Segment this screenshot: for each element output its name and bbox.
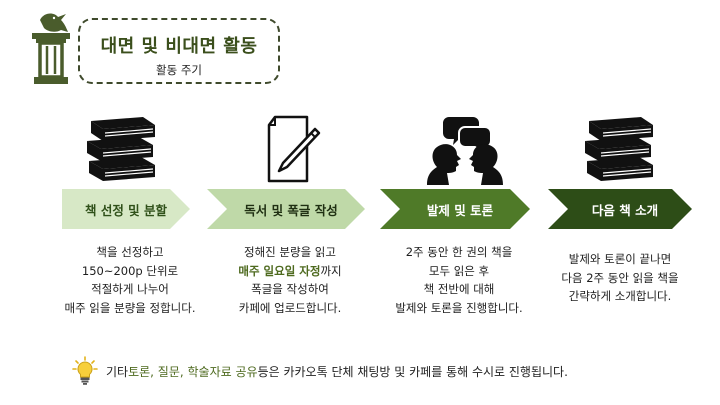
step-2-line: 정해진 분량을 읽고	[244, 245, 336, 259]
step-3-description: 2주 동안 한 권의 책을 모두 읽은 후 책 전반에 대해 발제와 토론을 진…	[370, 243, 548, 317]
step-2-label: 독서 및 폭글 작성	[244, 202, 338, 218]
step-1-line: 책을 선정하고	[96, 245, 164, 259]
footer-prefix: 기타	[106, 364, 129, 379]
paper-pencil-icon	[248, 108, 328, 188]
step-1-label: 책 선정 및 분할	[84, 202, 168, 218]
eagle-pillar-logo	[28, 8, 80, 86]
step-3-label: 발제 및 토론	[426, 202, 494, 218]
step-4-line: 간략하게 소개합니다.	[568, 289, 672, 303]
step-3-line: 2주 동안 한 권의 책을	[405, 245, 513, 259]
step-1-chevron: 책 선정 및 분할	[62, 189, 190, 229]
step-3-chevron: 발제 및 토론	[380, 189, 530, 229]
step-2-description: 정해진 분량을 읽고 매주 일요일 자정까지 폭글을 작성하여 카페에 업로드합…	[200, 243, 380, 317]
step-2-line: 폭글을 작성하여	[251, 282, 329, 296]
step-1-description: 책을 선정하고 150~200p 단위로 적절하게 나누어 매주 읽을 분량을 …	[40, 243, 220, 317]
step-4-description: 발제와 토론이 끝나면 다음 2주 동안 읽을 책을 간략하게 소개합니다.	[530, 250, 710, 306]
step-4-line: 발제와 토론이 끝나면	[568, 252, 672, 266]
deadline-highlight: 매주 일요일 자정	[238, 263, 321, 278]
step-3-line: 모두 읽은 후	[428, 263, 490, 278]
step-2-chevron: 독서 및 폭글 작성	[207, 189, 365, 229]
step-4-label: 다음 책 소개	[591, 202, 659, 218]
step-2-line-highlight: 매주 일요일 자정까지	[238, 263, 342, 278]
title-box: 대면 및 비대면 활동 활동 주기	[78, 18, 280, 84]
step-2-line: 카페에 업로드합니다.	[238, 300, 342, 315]
footer-note: 기타 토론, 질문, 학술자료 공유 등은 카카오톡 단체 채팅방 및 카페를 …	[72, 356, 568, 386]
page-subtitle: 활동 주기	[156, 63, 202, 77]
step-4-chevron: 다음 책 소개	[548, 189, 692, 229]
step-1-line: 매주 읽을 분량을 정합니다.	[64, 300, 196, 315]
step-3-line: 책 전반에 대해	[423, 282, 495, 296]
lightbulb-icon	[72, 356, 98, 385]
step-1-line: 적절하게 나누어	[91, 282, 169, 296]
books-icon	[572, 108, 668, 188]
footer-highlight: 토론, 질문, 학술자료 공유	[128, 364, 258, 379]
discussion-heads-icon	[420, 108, 510, 188]
footer-suffix: 등은 카카오톡 단체 채팅방 및 카페를 통해 수시로 진행됩니다.	[257, 364, 568, 379]
step-1-line: 150~200p 단위로	[81, 263, 179, 278]
books-icon	[74, 108, 170, 188]
step-4-line: 다음 2주 동안 읽을 책을	[561, 270, 679, 285]
step-3-line: 발제와 토론을 진행합니다.	[395, 300, 523, 315]
page-title: 대면 및 비대면 활동	[100, 36, 258, 57]
